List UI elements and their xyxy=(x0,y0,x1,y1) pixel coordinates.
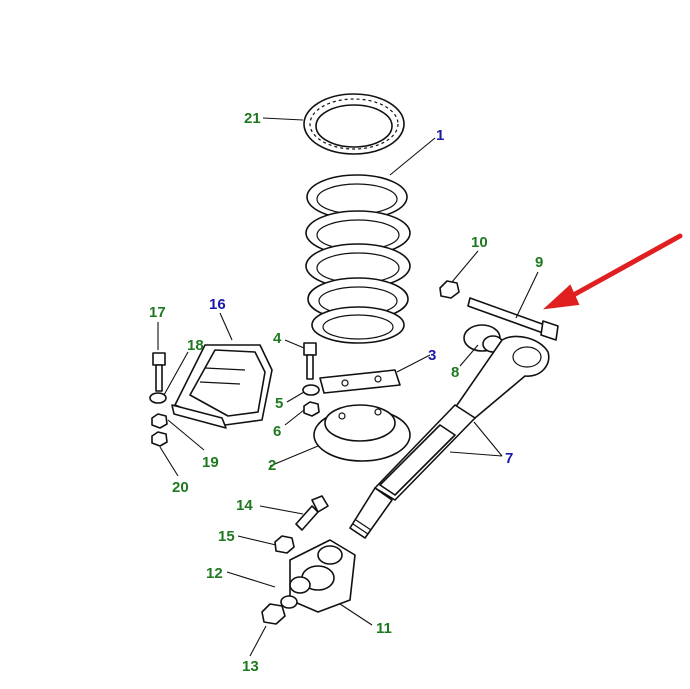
label-12: 12 xyxy=(206,565,223,582)
part-14-bolt xyxy=(295,495,329,531)
part-11-mount-bracket xyxy=(289,539,356,613)
label-4: 4 xyxy=(273,330,282,347)
label-2: 2 xyxy=(268,457,276,474)
part-15-nut xyxy=(274,535,295,554)
label-5: 5 xyxy=(275,395,283,412)
part-7-shock-absorber xyxy=(349,335,550,539)
label-18: 18 xyxy=(187,337,204,354)
part-16-bump-stop xyxy=(171,344,273,429)
label-14: 14 xyxy=(236,497,253,514)
label-8: 8 xyxy=(451,364,459,381)
label-6: 6 xyxy=(273,423,281,440)
label-19: 19 xyxy=(202,454,219,471)
part-3-plate xyxy=(319,369,401,394)
label-9: 9 xyxy=(535,254,543,271)
label-7: 7 xyxy=(505,450,513,467)
part-9-bolt xyxy=(467,297,559,341)
label-13: 13 xyxy=(242,658,259,675)
leader-lines xyxy=(157,117,539,657)
label-20: 20 xyxy=(172,479,189,496)
part-12-washers xyxy=(280,576,311,609)
part-1-coil-spring xyxy=(305,174,411,344)
part-17-bolt xyxy=(152,352,166,392)
part-21-spring-seat xyxy=(303,93,405,155)
label-16: 16 xyxy=(209,296,226,313)
part-2-spring-seat xyxy=(313,404,411,462)
part-labels: 21 1 10 9 16 17 4 18 3 8 5 6 7 19 2 20 1… xyxy=(149,110,543,675)
label-11: 11 xyxy=(376,620,392,637)
label-15: 15 xyxy=(218,528,235,545)
label-17: 17 xyxy=(149,304,166,321)
part-20-nut xyxy=(151,431,168,447)
part-10-nut xyxy=(439,280,460,299)
part-4-bolt xyxy=(303,342,317,380)
part-18-washer xyxy=(149,392,167,404)
part-19-nut xyxy=(151,413,168,429)
part-13-nut xyxy=(261,603,286,625)
part-6-nut xyxy=(303,401,320,417)
part-5-washer xyxy=(302,384,320,396)
label-3: 3 xyxy=(428,347,436,364)
label-1: 1 xyxy=(436,127,444,144)
pointer-arrow xyxy=(543,233,683,310)
label-10: 10 xyxy=(471,234,488,251)
label-21: 21 xyxy=(244,110,261,127)
